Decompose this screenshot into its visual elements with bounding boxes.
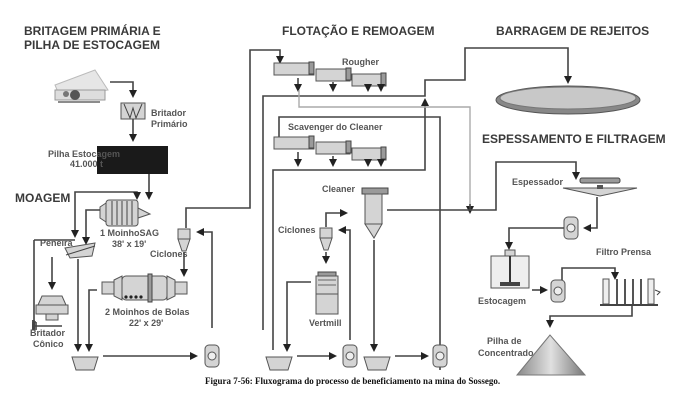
flow-cyclone-overflow-to-rougher [185,49,284,228]
flow-pump-to-cyclone [196,228,213,328]
label-moinhos-bolas-1: 2 Moinhos de Bolas [105,307,190,317]
label-britador-conico-1: Britador [30,328,66,338]
stockpile-box [97,146,168,174]
label-peneira: Peneira [40,238,74,248]
label-filtro-prensa: Filtro Prensa [596,247,652,257]
label-moinho-sag-2: 38' x 19' [112,239,146,249]
flow-ballmill-to-sump [85,289,97,352]
flow-to-thickener [470,161,580,211]
label-cleaner: Cleaner [322,184,356,194]
screen-icon [64,242,96,259]
pump-flotacao-1-icon [342,344,358,368]
pump-moagem-icon [204,344,220,368]
figure-caption: Figura 7-56: Fluxograma do processo de b… [205,376,500,386]
cleaner-column-icon [361,187,389,239]
label-pilha-estocagem-2: 41.000 t [70,159,103,169]
thickener-icon [562,177,638,197]
flow-cyclone-to-cleaner [325,209,348,227]
sump-moagem-icon [71,356,99,371]
flow-rougher-tails-to-dam [262,47,572,330]
flow-recycle-to-sag [74,191,141,204]
sump-flotacao-1-icon [265,356,293,371]
sag-mill-icon [99,199,152,227]
label-espessador: Espessador [512,177,564,187]
flow-sag-to-screen [82,209,100,245]
label-moinho-sag-1: 1 MoinhoSAG [100,228,159,238]
label-pilha-concentrado-2: Concentrado [478,348,534,358]
cyclone-moagem-icon [177,228,191,252]
filter-press-icon [600,278,661,306]
label-ciclones-moagem: Ciclones [150,249,188,259]
flow-scavenger-collector [272,110,426,350]
label-britador-primario-2: Primário [151,119,188,129]
tailings-dam-icon [495,85,641,115]
section-title-flotacao: FLOTAÇÃO E REMOAGEM [282,23,434,38]
flow-filter-to-concentrate-pile [546,306,633,328]
label-britador-conico-2: Cônico [33,339,64,349]
ball-mill-icon [101,273,188,303]
flow-truck-to-crusher [110,81,137,98]
section-title-espessamento: ESPESSAMENTO E FILTRAGEM [482,132,666,146]
cone-crusher-icon [35,295,69,321]
pump-espessamento-1-icon [563,216,579,240]
label-ciclones-flotacao: Ciclones [278,225,316,235]
truck-icon [54,69,109,103]
vertmill-icon [315,271,339,315]
label-rougher: Rougher [342,57,379,67]
section-title-barragem: BARRAGEM DE REJEITOS [496,24,649,38]
flow-scavenger-feed [278,116,441,370]
storage-tank-icon [490,249,530,289]
flow-pump-to-cyclone-flot [338,226,351,340]
flow-cleaner-concentrate [387,204,471,211]
flow-pump-to-filter [561,267,619,280]
label-vertmill: Vertmill [309,318,342,328]
flow-cone-crusher-return-loop [33,240,62,327]
label-pilha-estocagem-1: Pilha Estocagem [48,149,120,159]
sump-flotacao-2-icon [363,356,391,371]
flow-vertmill-to-sump [283,281,311,352]
flow-rougher-concentrate [298,90,471,208]
cyclone-flotacao-icon [319,227,333,251]
label-scavenger: Scavenger do Cleaner [288,122,383,132]
flow-pump-to-storage [505,227,564,250]
primary-crusher-icon [120,102,146,120]
concentrate-pile-icon [515,334,587,376]
label-estocagem: Estocagem [478,296,526,306]
label-moinhos-bolas-2: 22' x 29' [129,318,163,328]
section-title-britagem-2: PILHA DE ESTOCAGEM [24,38,160,52]
flow-thickener-to-pump [583,197,598,232]
label-pilha-concentrado-1: Pilha de [487,336,522,346]
scavenger-cells-icon [273,135,387,161]
section-title-moagem: MOAGEM [15,191,70,205]
label-britador-primario-1: Britador [151,108,187,118]
section-title-britagem-1: BRITAGEM PRIMÁRIA E [24,23,161,38]
pump-flotacao-2-icon [432,344,448,368]
pump-espessamento-2-icon [550,279,566,303]
